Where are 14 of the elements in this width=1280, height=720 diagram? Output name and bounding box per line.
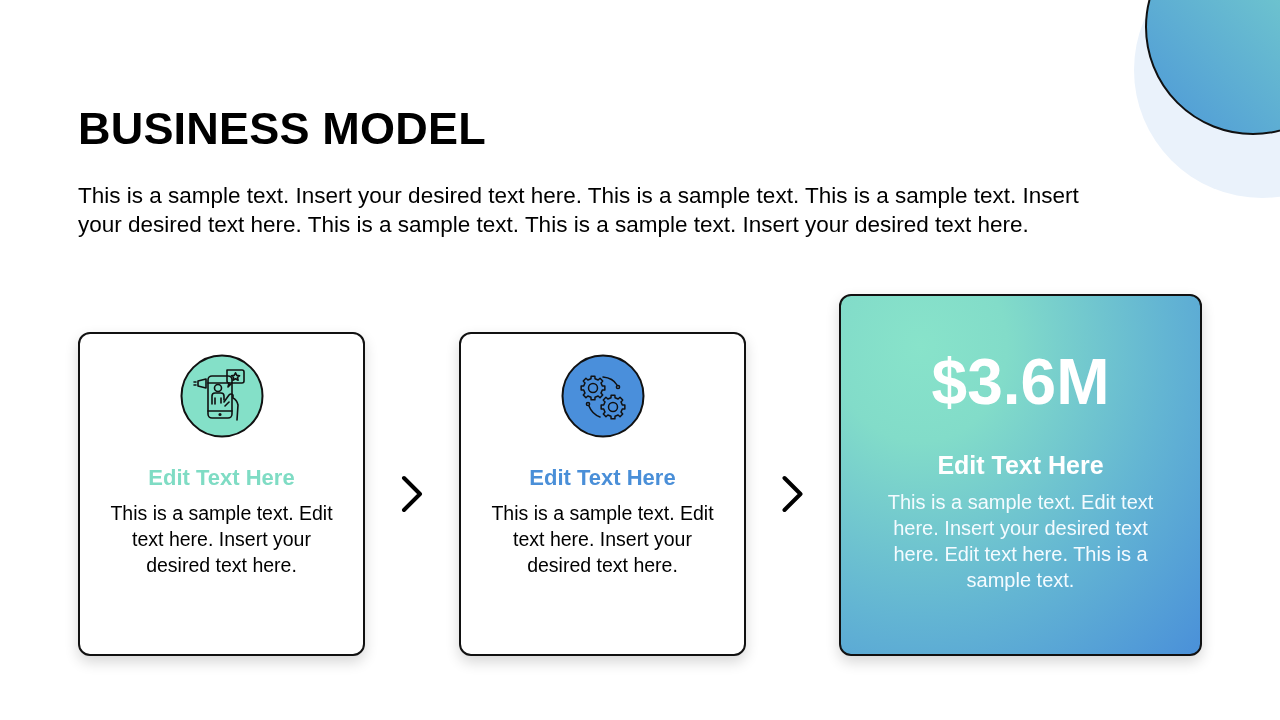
process-card: [78, 332, 365, 656]
value-figure: $3.6M: [931, 347, 1110, 418]
chevron-arrow: [782, 476, 803, 512]
card-heading: Edit Text Here: [148, 465, 295, 492]
card-heading: Edit Text Here: [937, 450, 1104, 481]
card-text: This is a sample text. Edit text here. Insert your desired text here. Edit text here. This is a sample text.: [886, 490, 1155, 594]
process-card: [459, 332, 746, 656]
intro-paragraph: This is a sample text. Insert your desired text here. This is a sample text. This is a sample text. Insert your desired text here. This is a sample text. This is a sample text. Insert your desired text here.: [78, 182, 1080, 239]
slide-title: BUSINESS MODEL: [78, 104, 486, 154]
card-text: This is a sample text. Edit text here. Insert your desired text here.: [109, 501, 334, 579]
card-heading: Edit Text Here: [529, 465, 676, 492]
card-text: This is a sample text. Edit text here. Insert your desired text here.: [490, 501, 715, 579]
chevron-arrow: [402, 476, 422, 512]
highlight-card: [839, 294, 1202, 656]
